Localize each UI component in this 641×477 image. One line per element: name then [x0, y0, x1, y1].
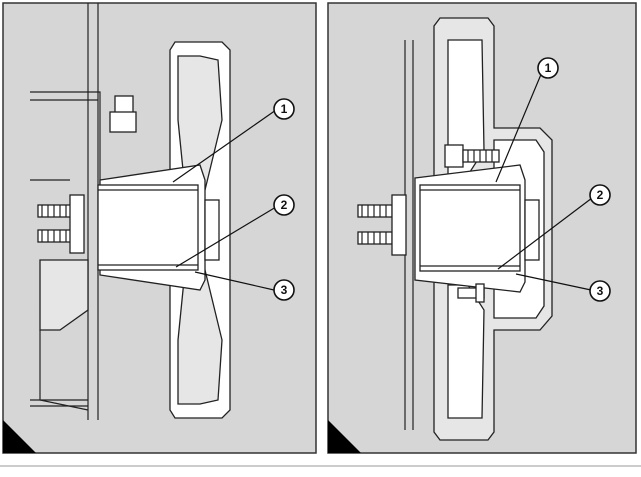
left-corner-marker	[3, 420, 36, 453]
left-callout-label-2: 2	[281, 198, 288, 212]
left-callout-circle-1	[273, 98, 295, 120]
left-panel: 1 2 3	[2, 2, 317, 454]
right-callout-circle-2	[589, 184, 611, 206]
right-callout-3: 3	[515, 273, 611, 302]
left-callout-label-1: 1	[281, 102, 288, 116]
right-callout-1: 1	[495, 57, 559, 183]
right-studs	[357, 194, 407, 256]
left-callout-1: 1	[172, 98, 295, 183]
right-callout-label-1: 1	[545, 61, 552, 75]
right-corner-marker	[328, 420, 361, 453]
left-callout-circle-2	[273, 194, 295, 216]
left-callout-label-3: 3	[281, 283, 288, 297]
right-hub	[419, 184, 540, 272]
right-lower-pin	[457, 283, 485, 303]
right-panel: 1 2 3	[327, 2, 637, 454]
right-callout-circle-1	[537, 57, 559, 79]
left-top-bolt	[109, 95, 137, 133]
left-hub	[97, 184, 220, 271]
left-callout-3: 3	[194, 271, 295, 301]
left-studs	[37, 194, 85, 254]
left-callout-circle-3	[273, 279, 295, 301]
right-callout-label-3: 3	[597, 284, 604, 298]
right-callout-circle-3	[589, 280, 611, 302]
right-callout-2: 2	[497, 184, 611, 270]
left-callout-2: 2	[175, 194, 295, 268]
left-engine-housing	[30, 3, 101, 420]
right-upper-bolt	[444, 144, 500, 168]
right-callout-label-2: 2	[597, 188, 604, 202]
